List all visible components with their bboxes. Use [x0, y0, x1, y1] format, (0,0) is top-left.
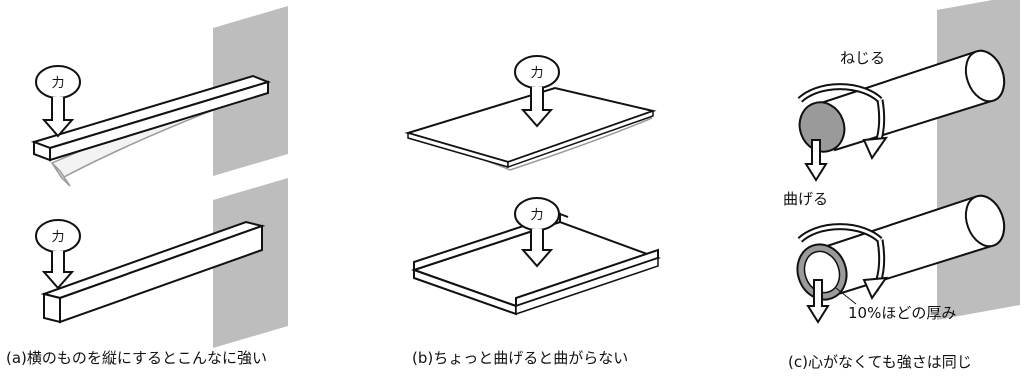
force-bubble-b-bottom: 力: [514, 197, 560, 268]
twist-arrow-bottom: [797, 223, 889, 301]
thickness-leader: [835, 287, 857, 305]
hollow-cylinder: [796, 194, 1006, 301]
force-label: 力: [530, 66, 543, 81]
vertical-beam-bottom: [40, 220, 266, 324]
panel-c: ねじる 曲げる 10%ほどの厚み (c)心がなくても強さは同じ: [783, 0, 1020, 371]
force-label: 力: [51, 76, 64, 91]
force-bubble-a-bottom: 力: [35, 219, 81, 290]
force-label: 力: [530, 208, 543, 223]
force-bubble-a-top: 力: [35, 65, 81, 138]
panel-a: 力 力 (a)横のものを縦にするとこんなに強い: [6, 6, 288, 367]
bend-arrow-bottom: [806, 279, 830, 324]
channel-plate: [410, 212, 662, 316]
twist-arrow: [797, 83, 889, 161]
panel-b: 力 力 (b)ちょっと曲げると曲がらない: [404, 55, 662, 367]
caption-c: (c)心がなくても強さは同じ: [788, 353, 972, 371]
force-label: 力: [51, 230, 64, 245]
force-bubble-b-top: 力: [514, 55, 560, 128]
cylinder-end-solid: [798, 101, 846, 153]
bend-label: 曲げる: [783, 190, 828, 208]
caption-a: (a)横のものを縦にするとこんなに強い: [6, 349, 267, 367]
bend-arrow: [804, 139, 828, 182]
solid-cylinder: [798, 49, 1006, 153]
caption-b: (b)ちょっと曲げると曲がらない: [412, 349, 628, 367]
thickness-label: 10%ほどの厚み: [848, 304, 956, 322]
twist-label: ねじる: [840, 49, 885, 67]
flat-beam-top: [30, 74, 272, 162]
flat-plate: [404, 86, 657, 171]
wall-a-bottom: [213, 178, 288, 348]
